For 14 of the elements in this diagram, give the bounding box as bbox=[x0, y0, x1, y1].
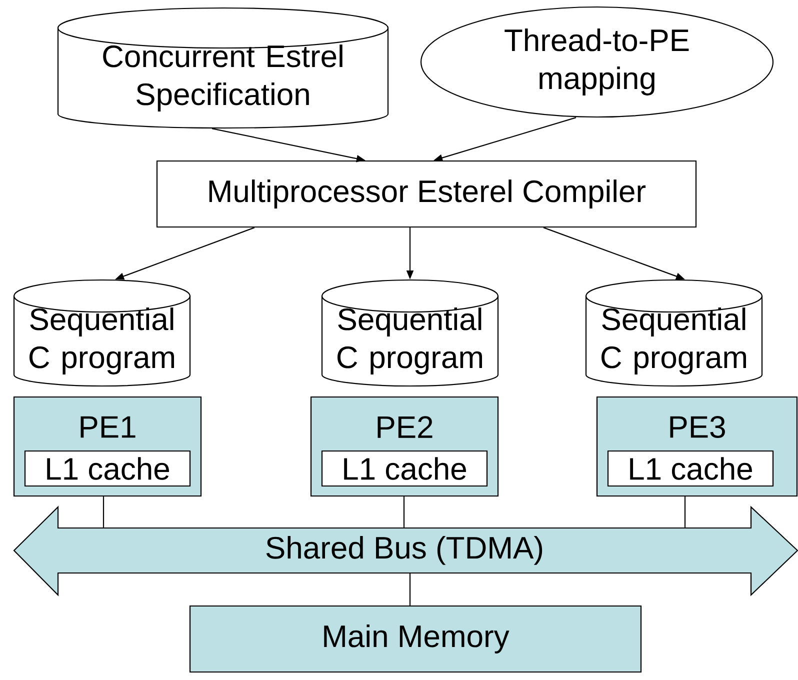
storage-cylinder: Sequential C program bbox=[585, 279, 763, 387]
connector-line bbox=[684, 496, 686, 528]
bus-band: Shared Bus (TDMA) bbox=[13, 506, 798, 596]
storage-cylinder: Sequential C program bbox=[13, 279, 191, 387]
storage-cylinder: Sequential C program bbox=[321, 279, 499, 387]
connector-line bbox=[403, 496, 405, 528]
process-box: Multiprocessor Esterel Compiler bbox=[156, 160, 697, 228]
connector-line bbox=[102, 496, 104, 528]
cache-box: L1 cache bbox=[321, 450, 488, 487]
cache-box: L1 cache bbox=[24, 450, 191, 487]
cache-box: L1 cache bbox=[607, 450, 774, 487]
connector-line bbox=[409, 574, 411, 606]
storage-cylinder: Concurrent Estrel Specification bbox=[57, 7, 389, 129]
memory-box: Main Memory bbox=[189, 605, 642, 673]
